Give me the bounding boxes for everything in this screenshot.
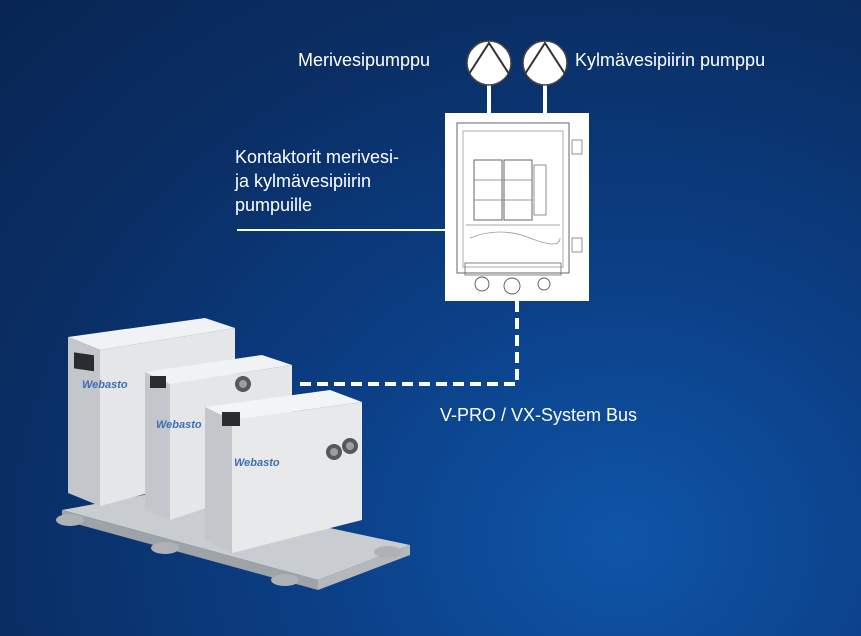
system-bus-label: V-PRO / VX-System Bus xyxy=(440,405,638,425)
brand-logo: Webasto xyxy=(234,457,280,469)
cabinet-small: Webasto xyxy=(205,390,362,553)
seawater-pump-icon xyxy=(466,40,512,114)
system-bus-line xyxy=(295,301,519,386)
chilled-water-pump-label: Kylmävesipiirin pumppu xyxy=(575,50,766,70)
contactor-label: Kontaktorit merivesi- ja kylmävesipiirin… xyxy=(235,147,400,215)
brand-logo: Webasto xyxy=(82,379,128,391)
brand-logo: Webasto xyxy=(156,419,202,431)
seawater-pump-label: Merivesipumppu xyxy=(298,50,431,70)
chilled-water-pump-icon xyxy=(522,40,568,114)
contactor-box xyxy=(445,113,589,301)
